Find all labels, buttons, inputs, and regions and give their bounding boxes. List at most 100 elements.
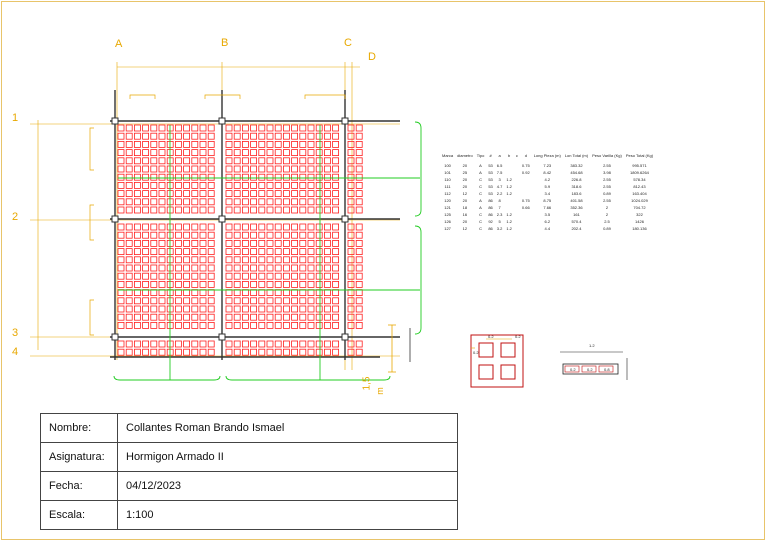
slab-void-cell xyxy=(158,297,166,305)
rebar-cell: 53 xyxy=(488,177,493,182)
slab-void-cell xyxy=(199,157,207,165)
slab-void-cell xyxy=(315,231,323,239)
rebar-cell: 92 xyxy=(488,219,493,224)
slab-void-cell xyxy=(142,305,150,313)
slab-void-cell xyxy=(117,280,125,288)
slab-void-cell xyxy=(117,340,125,348)
slab-void-cell xyxy=(291,132,299,140)
rebar-cell: 2.55 xyxy=(603,177,611,182)
slab-void-cell xyxy=(274,206,282,214)
slab-void-cell xyxy=(125,289,133,297)
slab-void-cell xyxy=(142,272,150,280)
slab-void-cell xyxy=(125,124,133,132)
slab-void-cell xyxy=(233,297,241,305)
rebar-cell: 86 xyxy=(488,226,493,231)
slab-void-cell xyxy=(274,264,282,272)
slab-void-cell xyxy=(274,140,282,148)
slab-void-cell xyxy=(299,272,307,280)
slab-void-cell xyxy=(142,231,150,239)
slab-void-cell xyxy=(299,321,307,329)
slab-void-cell xyxy=(282,305,290,313)
rebar-cell: 2.3 xyxy=(496,212,503,217)
slab-void-cell xyxy=(291,297,299,305)
slab-void-cell xyxy=(241,190,249,198)
slab-void-cell xyxy=(266,248,274,256)
slab-void-cell xyxy=(250,132,258,140)
title-value-fecha: 04/12/2023 xyxy=(117,471,458,501)
slab-void-cell xyxy=(158,157,166,165)
slab-void-cell xyxy=(207,239,215,247)
slab-void-cell xyxy=(199,239,207,247)
slab-void-cell xyxy=(323,140,331,148)
slab-void-cell xyxy=(142,223,150,231)
slab-void-cell xyxy=(199,206,207,214)
title-block: Nombre: Collantes Roman Brando Ismael As… xyxy=(40,413,458,530)
slab-void-cell xyxy=(183,348,191,356)
slab-void-cell xyxy=(207,206,215,214)
slab-void-cell xyxy=(174,313,182,321)
slab-void-cell xyxy=(225,248,233,256)
slab-void-cell xyxy=(199,132,207,140)
slab-void-cell xyxy=(142,132,150,140)
rebar-cell: 2.2 xyxy=(496,191,503,196)
rebar-cell: 20 xyxy=(462,177,468,182)
slab-void-cell xyxy=(355,231,363,239)
rebar-cell: 226.8 xyxy=(571,177,582,182)
slab-void-cell xyxy=(158,239,166,247)
slab-void-cell xyxy=(158,280,166,288)
slab-void-cell xyxy=(307,157,315,165)
slab-void-cell xyxy=(142,149,150,157)
slab-void-cell xyxy=(150,289,158,297)
slab-void-cell xyxy=(307,305,315,313)
slab-void-cell xyxy=(282,157,290,165)
slab-void-cell xyxy=(133,124,141,132)
slab-void-cell xyxy=(323,149,331,157)
slab-void-cell xyxy=(258,181,266,189)
left-reinforcement-bracket xyxy=(89,204,94,241)
slab-void-cell xyxy=(125,256,133,264)
slab-void-cell xyxy=(233,239,241,247)
slab-void-cell xyxy=(282,313,290,321)
slab-void-cell xyxy=(191,132,199,140)
slab-void-cell xyxy=(291,313,299,321)
slab-void-cell xyxy=(291,198,299,206)
slab-void-cell xyxy=(225,190,233,198)
slab-void-cell xyxy=(282,190,290,198)
slab-void-cell xyxy=(199,313,207,321)
slab-void-cell xyxy=(174,157,182,165)
slab-void-cell xyxy=(174,264,182,272)
slab-void-cell xyxy=(207,124,215,132)
slab-void-cell xyxy=(355,124,363,132)
slab-void-cell xyxy=(117,124,125,132)
slab-void-cell xyxy=(282,289,290,297)
slab-void-cell xyxy=(307,165,315,173)
slab-void-cell xyxy=(125,173,133,181)
slab-void-cell xyxy=(241,280,249,288)
slab-void-cell xyxy=(125,206,133,214)
slab-void-cell xyxy=(191,313,199,321)
axis-label-a: A xyxy=(115,38,123,50)
slab-void-cell xyxy=(258,198,266,206)
slab-void-cell xyxy=(133,132,141,140)
slab-void-cell xyxy=(199,124,207,132)
slab-void-cell xyxy=(347,181,355,189)
slab-void-cell xyxy=(199,231,207,239)
title-row-escala: Escala: 1:100 xyxy=(40,500,458,530)
rebar-header-cell: b xyxy=(508,152,511,158)
slab-void-cell xyxy=(282,248,290,256)
slab-void-cell xyxy=(125,272,133,280)
slab-void-cell xyxy=(174,256,182,264)
slab-void-cell xyxy=(225,231,233,239)
slab-void-cell xyxy=(117,248,125,256)
slab-void-cell xyxy=(158,140,166,148)
slab-void-cell xyxy=(291,248,299,256)
slab-void-cell xyxy=(150,321,158,329)
slab-void-cell xyxy=(158,198,166,206)
slab-void-cell xyxy=(307,190,315,198)
slab-void-cell xyxy=(158,348,166,356)
slab-void-cell xyxy=(125,248,133,256)
slab-void-cell xyxy=(299,181,307,189)
slab-void-cell xyxy=(282,272,290,280)
slab-void-cell xyxy=(332,149,340,157)
axis-label-1: 1 xyxy=(12,112,19,124)
